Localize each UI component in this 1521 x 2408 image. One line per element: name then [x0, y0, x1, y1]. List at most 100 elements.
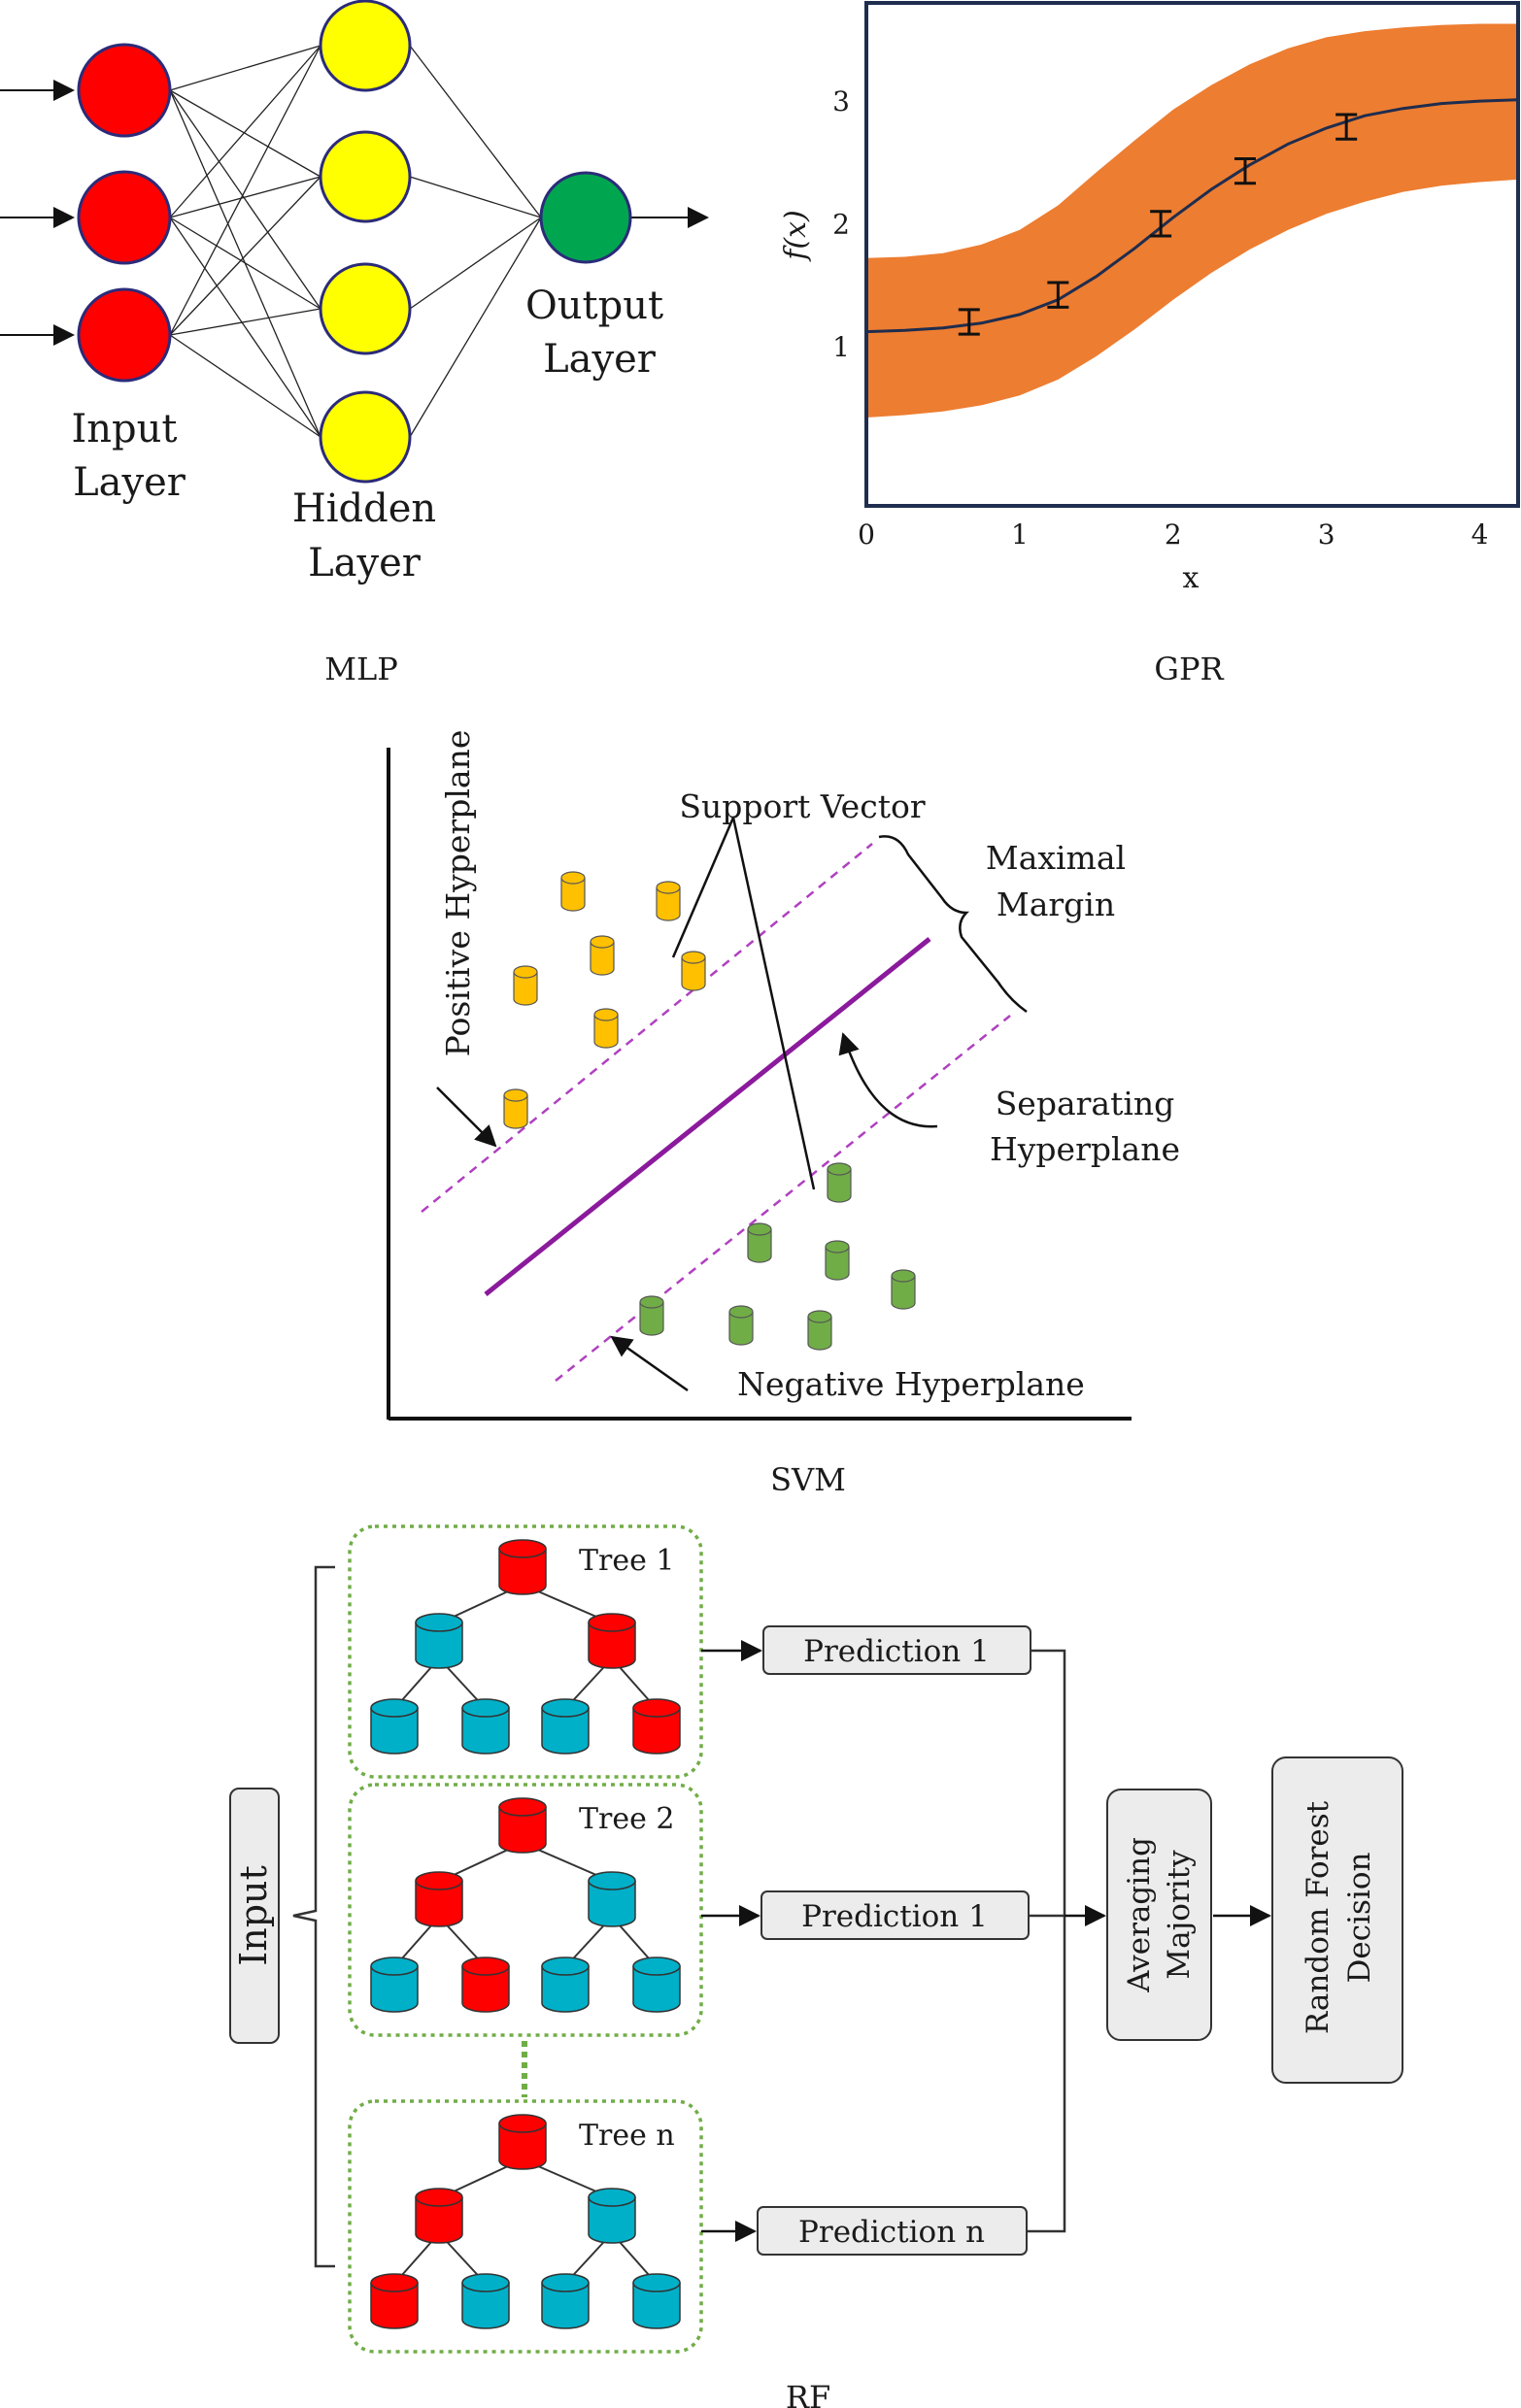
hidden-neuron-1	[319, 0, 412, 92]
input-hidden-connection-2	[169, 89, 321, 178]
mlp-diagram: Input Layer Hidden Layer Output Layer ML…	[0, 0, 709, 687]
maximal-margin-brace	[878, 835, 1028, 1014]
mlp-hidden-layer	[319, 0, 412, 484]
support-vector-pointer-2	[731, 817, 816, 1190]
svm-diagram: Support Vector Maximal Margin Separating…	[387, 730, 1180, 1498]
majority-label: Majority	[1162, 1850, 1197, 1980]
gpr-x-axis-label: x	[1183, 561, 1200, 595]
decision-label: Decision	[1342, 1853, 1377, 1984]
rf-input-brace	[292, 1565, 335, 2268]
output-layer-label-1: Output	[525, 284, 663, 328]
input-layer-label-1: Input	[71, 407, 177, 452]
gpr-observation-errorbar	[1047, 281, 1069, 309]
tree-label-2: Tree 2	[579, 1802, 674, 1836]
negative-hyperplane-label: Negative Hyperplane	[737, 1365, 1085, 1403]
input-hidden-connection-5	[169, 45, 321, 218]
tree-node	[498, 1797, 547, 1854]
input-hidden-connection-3	[169, 89, 321, 310]
support-vector-pointer-1	[671, 817, 735, 958]
output-layer-label-2: Layer	[543, 337, 657, 382]
input-hidden-connection-1	[169, 45, 321, 91]
tree-node	[588, 1613, 636, 1669]
gpr-confidence-band	[866, 23, 1518, 418]
rf-input-label: Input	[232, 1865, 275, 1966]
svm-data-points	[503, 871, 916, 1351]
hidden-output-connection-3	[409, 217, 542, 310]
maximal-margin-label-1: Maximal	[986, 839, 1126, 877]
positive-class-point	[590, 935, 615, 976]
tree-node	[541, 1956, 590, 2013]
tree-node	[632, 1698, 681, 1755]
input-hidden-connection-8	[169, 217, 321, 438]
positive-hyperplane-line	[421, 843, 873, 1213]
gpr-observations	[958, 113, 1358, 336]
hidden-layer-label-2: Layer	[308, 541, 422, 585]
maximal-margin-label-2: Margin	[997, 886, 1115, 923]
input-hidden-connection-6	[169, 176, 321, 218]
rf-input-box	[229, 1788, 280, 2044]
gpr-y-axis-label: f(x)	[779, 210, 813, 261]
mlp-caption: MLP	[324, 651, 398, 687]
averaging-majority-box	[1106, 1789, 1212, 2041]
positive-hyperplane-pointer	[436, 1087, 497, 1148]
hidden-output-connection-4	[409, 217, 542, 438]
negative-class-point	[728, 1305, 754, 1346]
tree-container	[348, 1783, 703, 2037]
tree-container	[348, 2099, 703, 2354]
separating-hyperplane-pointer	[838, 1032, 938, 1128]
prediction-label-2: Prediction 1	[801, 1899, 988, 1934]
input-neuron-1	[77, 43, 172, 138]
gpr-caption: GPR	[1154, 651, 1224, 687]
tree-node	[461, 2273, 510, 2329]
rf-prediction-row-2: Prediction 1	[701, 1890, 1030, 1940]
separating-hyperplane-label-2: Hyperplane	[990, 1130, 1180, 1168]
gpr-y-tick-label: 3	[832, 85, 850, 117]
gpr-y-ticks: 123	[832, 85, 850, 363]
tree-node	[370, 1698, 419, 1755]
negative-class-point	[825, 1240, 850, 1281]
gpr-observation-errorbar	[1335, 113, 1358, 141]
tree-node	[498, 2114, 547, 2170]
positive-class-point	[560, 871, 586, 912]
support-vector-label: Support Vector	[679, 787, 925, 825]
tree-node	[541, 2273, 590, 2329]
tree-node	[588, 2188, 636, 2244]
tree-node	[461, 1956, 510, 2013]
svm-caption: SVM	[770, 1461, 846, 1498]
separating-hyperplane-line	[484, 937, 931, 1296]
averaging-label: Averaging	[1122, 1837, 1157, 1993]
tree-node	[498, 1539, 547, 1595]
tree-node	[588, 1871, 636, 1927]
tree-node	[461, 1698, 510, 1755]
gpr-x-tick-label: 2	[1165, 518, 1182, 551]
gpr-y-tick-label: 2	[832, 208, 850, 240]
random-forest-label: Random Forest	[1301, 1800, 1335, 2034]
input-hidden-connection-9	[169, 45, 321, 336]
gpr-observation-errorbar	[1150, 210, 1172, 238]
hidden-output-connection-1	[409, 45, 542, 218]
gpr-observation-errorbar	[1234, 156, 1256, 185]
negative-class-point	[639, 1295, 664, 1336]
hidden-output-connection-2	[409, 176, 542, 218]
negative-class-point	[827, 1162, 852, 1203]
decision-tree-1: Tree 1	[348, 1524, 703, 1779]
input-hidden-connection-12	[169, 334, 321, 438]
negative-hyperplane-line	[555, 1015, 1011, 1382]
separating-hyperplane-label-1: Separating	[996, 1085, 1175, 1122]
positive-hyperplane-label: Positive Hyperplane	[439, 730, 477, 1057]
mlp-input-layer	[77, 43, 172, 383]
positive-class-point	[593, 1008, 619, 1049]
tree-node	[632, 2273, 681, 2329]
negative-class-point	[747, 1222, 772, 1263]
gpr-x-tick-label: 4	[1471, 518, 1489, 551]
hidden-neuron-2	[319, 130, 412, 223]
gpr-x-tick-label: 3	[1318, 518, 1335, 551]
prediction-label-1: Prediction 1	[803, 1634, 990, 1669]
positive-class-point	[656, 881, 681, 921]
mlp-connections	[169, 45, 542, 438]
positive-class-point	[513, 965, 538, 1006]
tree-node	[415, 1613, 463, 1669]
random-forest-decision-box	[1271, 1756, 1403, 2084]
